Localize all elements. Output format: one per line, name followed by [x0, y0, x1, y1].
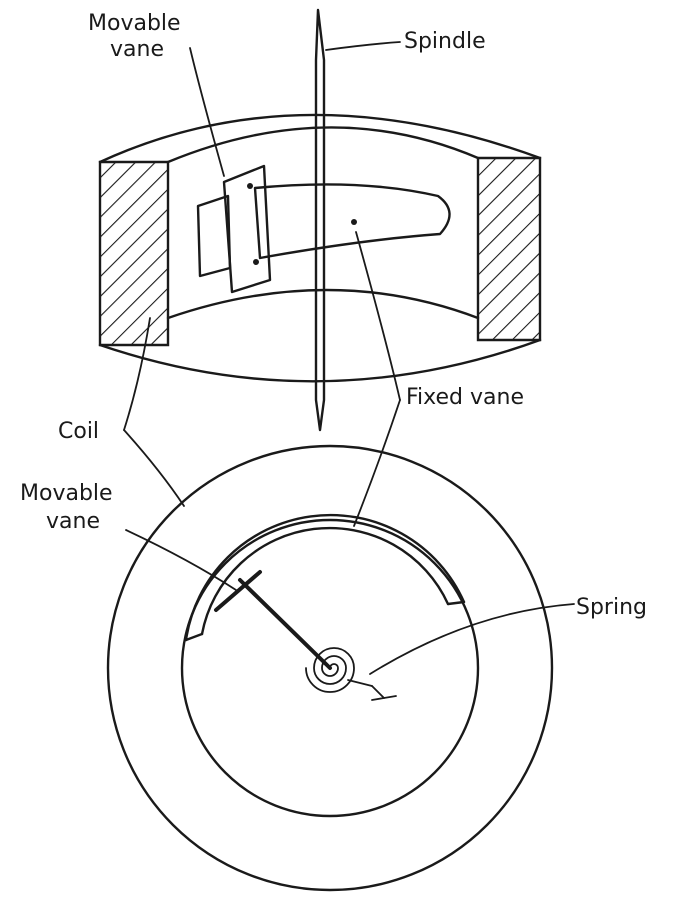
fixed-vane-arc [184, 513, 466, 642]
label-spindle: Spindle [404, 29, 486, 54]
coil-section-right [476, 156, 542, 342]
movable-vane-top [196, 164, 272, 294]
coil-outer-circle [106, 444, 554, 892]
label-movable-vane-top-2: vane [110, 37, 164, 62]
coil-inner-circle [180, 518, 480, 818]
leader-lines [123, 41, 575, 675]
spindle [314, 8, 357, 432]
label-movable-vane-bottom-2: vane [46, 509, 100, 534]
coil-section-left [98, 160, 170, 347]
fixed-vane-top [253, 183, 451, 260]
coil-assembly-perspective [98, 113, 542, 383]
label-spring: Spring [576, 595, 647, 620]
label-coil: Coil [58, 419, 99, 444]
movable-vane-arm [214, 570, 332, 670]
label-movable-vane-bottom-1: Movable [20, 481, 113, 506]
label-fixed-vane: Fixed vane [406, 385, 524, 410]
spiral-spring [305, 647, 397, 701]
label-movable-vane-top-1: Movable [88, 11, 181, 36]
coil-plan-view [106, 444, 554, 892]
